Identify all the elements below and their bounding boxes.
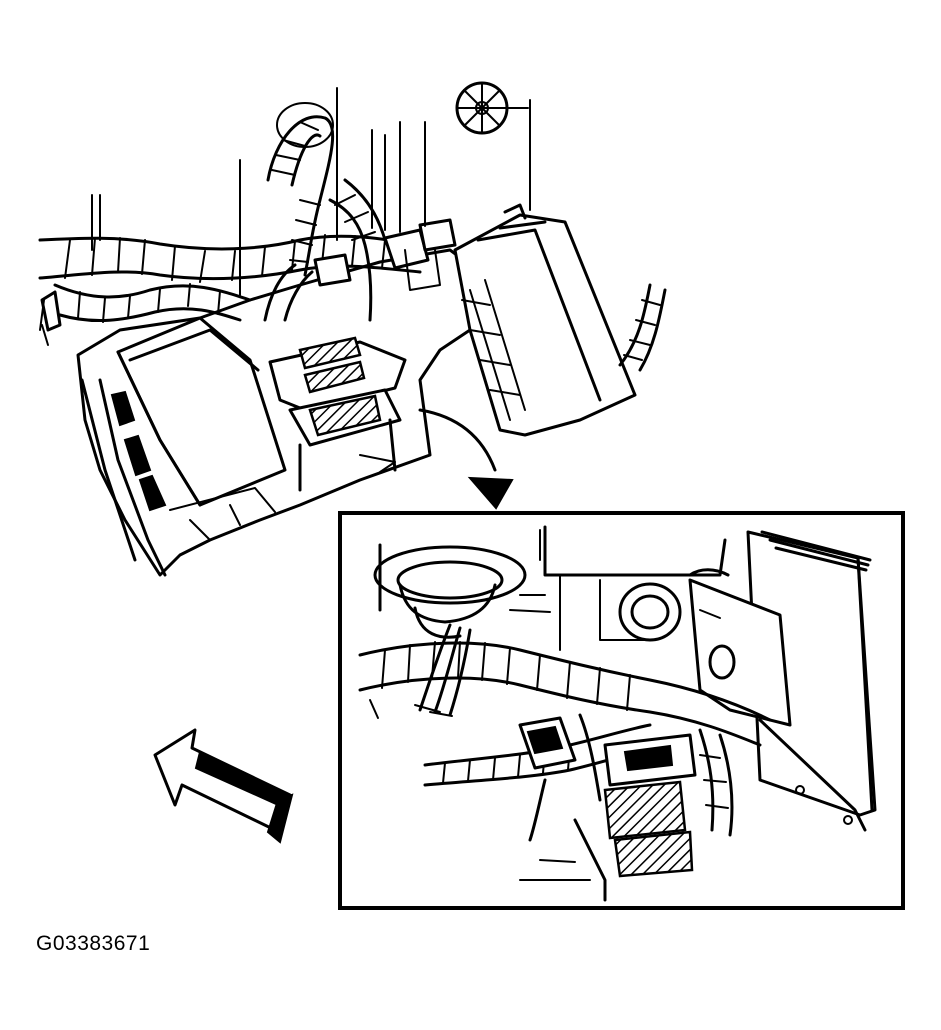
main-assembly — [38, 81, 667, 577]
main-wire-harness — [38, 102, 667, 372]
detail-inset — [338, 511, 905, 910]
callout-leaders — [39, 87, 531, 346]
inset-module-plate — [688, 530, 877, 832]
top-connectors — [313, 218, 457, 291]
grommet-wheel — [455, 81, 529, 135]
inset-connectors — [518, 716, 697, 902]
detail-arrow-icon — [418, 408, 514, 510]
right-control-module — [453, 203, 637, 437]
inset-grommet-cluster — [618, 568, 730, 642]
center-connector-block — [268, 336, 407, 492]
inset-grommet — [373, 545, 527, 639]
inset-panel — [378, 525, 727, 651]
figure-code: G03383671 — [36, 932, 151, 955]
front-direction-arrow-icon — [153, 728, 294, 844]
left-control-module — [80, 316, 287, 577]
inset-wire-harness — [358, 623, 772, 842]
